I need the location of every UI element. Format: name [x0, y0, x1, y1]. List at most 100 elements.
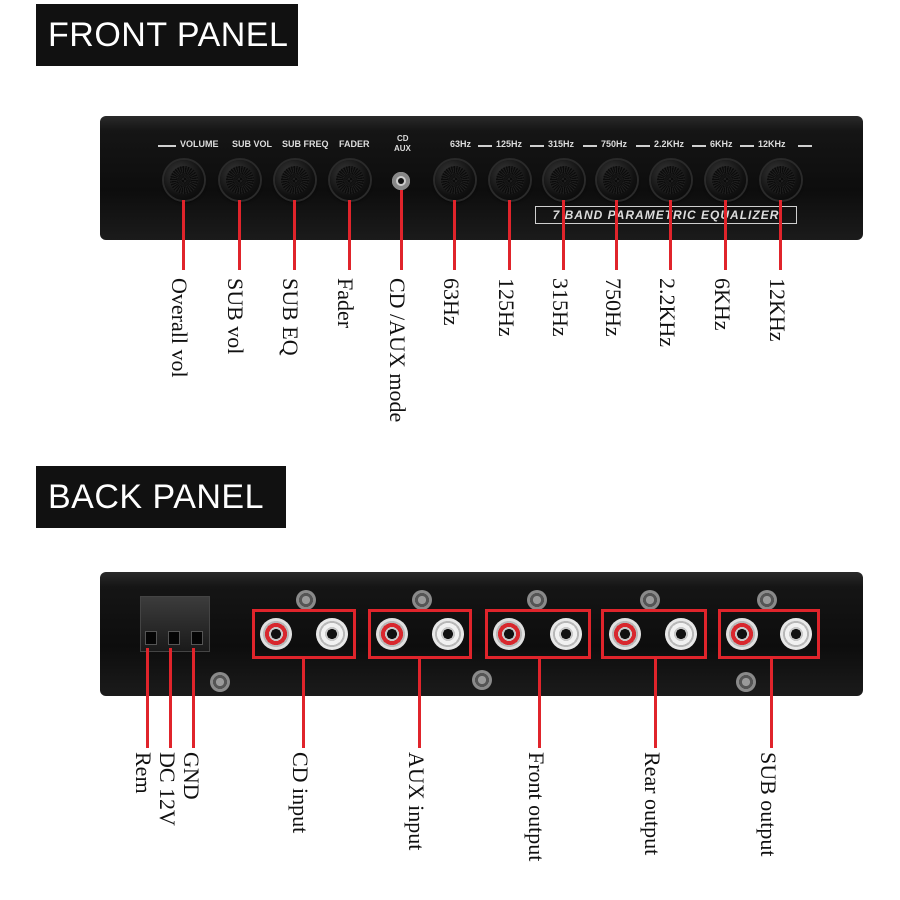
eq-2-2khz-knob[interactable] — [651, 160, 691, 200]
callout-line — [562, 200, 565, 270]
callout-line — [169, 648, 172, 748]
label-dash — [798, 145, 812, 147]
device-label-315hz: 315Hz — [548, 139, 575, 149]
sub-freq-knob[interactable] — [275, 160, 315, 200]
eq-315hz-knob[interactable] — [544, 160, 584, 200]
cd-input-group — [252, 609, 356, 659]
screw-icon — [736, 672, 756, 692]
callout-line — [508, 200, 511, 270]
callout-line — [724, 200, 727, 270]
callout-125hz: 125Hz — [494, 278, 519, 337]
callout-aux-input: AUX input — [404, 752, 429, 851]
device-label-63hz: 63Hz — [450, 139, 472, 149]
device-label-2-2khz: 2.2KHz — [654, 139, 685, 149]
callout-line — [669, 200, 672, 270]
callout-line — [770, 659, 773, 748]
screw-icon — [527, 590, 547, 610]
volume-knob[interactable] — [164, 160, 204, 200]
screw-icon — [210, 672, 230, 692]
callout-fader: Fader — [333, 278, 358, 329]
front-output-right-jack[interactable] — [493, 618, 525, 650]
rear-output-group — [601, 609, 707, 659]
device-label-sub-freq: SUB FREQ — [282, 139, 329, 149]
screw-icon — [757, 590, 777, 610]
front-output-group — [485, 609, 591, 659]
aux-input-jack-icon[interactable] — [392, 172, 410, 190]
eq-6khz-knob[interactable] — [706, 160, 746, 200]
callout-line — [302, 659, 305, 748]
callout-cd-input: CD input — [288, 752, 313, 834]
label-dash — [692, 145, 706, 147]
fader-knob[interactable] — [330, 160, 370, 200]
callout-line — [293, 200, 296, 270]
eq-63hz-knob[interactable] — [435, 160, 475, 200]
callout-sub-output: SUB output — [756, 752, 781, 857]
callout-line — [779, 200, 782, 270]
callout-cd-aux-mode: CD /AUX mode — [385, 278, 410, 423]
screw-icon — [472, 670, 492, 690]
device-label-sub-vol: SUB VOL — [232, 139, 273, 149]
callout-line — [418, 659, 421, 748]
sub-output-right-jack[interactable] — [726, 618, 758, 650]
callout-line — [615, 200, 618, 270]
rear-output-right-jack[interactable] — [609, 618, 641, 650]
front-panel-title: FRONT PANEL — [36, 4, 298, 66]
power-terminal-block — [140, 596, 210, 652]
rear-output-left-jack[interactable] — [665, 618, 697, 650]
callout-line — [538, 659, 541, 748]
callout-63hz: 63Hz — [439, 278, 464, 326]
callout-rem: Rem — [131, 752, 156, 794]
callout-line — [192, 648, 195, 748]
device-label-12khz: 12KHz — [758, 139, 786, 149]
cd-input-right-jack[interactable] — [260, 618, 292, 650]
front-output-left-jack[interactable] — [550, 618, 582, 650]
callout-750hz: 750Hz — [601, 278, 626, 337]
screw-icon — [640, 590, 660, 610]
callout-dc-12v: DC 12V — [155, 752, 180, 826]
aux-input-group — [368, 609, 472, 659]
device-label-cd: CD — [397, 134, 409, 143]
device-label-volume: VOLUME — [180, 139, 219, 149]
callout-sub-eq: SUB EQ — [278, 278, 303, 356]
callout-overall-vol: Overall vol — [167, 278, 192, 378]
callout-rear-output: Rear output — [640, 752, 665, 856]
device-label-750hz: 750Hz — [601, 139, 628, 149]
cd-input-left-jack[interactable] — [316, 618, 348, 650]
back-panel-title: BACK PANEL — [36, 466, 286, 528]
callout-line — [400, 190, 403, 270]
screw-icon — [412, 590, 432, 610]
terminal-slot-rem[interactable] — [145, 631, 157, 645]
label-dash — [478, 145, 492, 147]
sub-output-group — [718, 609, 820, 659]
aux-input-right-jack[interactable] — [376, 618, 408, 650]
eq-125hz-knob[interactable] — [490, 160, 530, 200]
callout-sub-vol: SUB vol — [223, 278, 248, 355]
eq-750hz-knob[interactable] — [597, 160, 637, 200]
label-dash — [530, 145, 544, 147]
device-label-fader: FADER — [339, 139, 370, 149]
terminal-slot-dc12v[interactable] — [168, 631, 180, 645]
callout-line — [146, 648, 149, 748]
callout-line — [238, 200, 241, 270]
callout-line — [654, 659, 657, 748]
callout-315hz: 315Hz — [548, 278, 573, 337]
callout-12khz: 12KHz — [765, 278, 790, 342]
callout-front-output: Front output — [524, 752, 549, 862]
label-dash — [158, 145, 176, 147]
sub-vol-knob[interactable] — [220, 160, 260, 200]
callout-6khz: 6KHz — [710, 278, 735, 331]
label-dash — [583, 145, 597, 147]
equalizer-badge: 7 BAND PARAMETRIC EQUALIZER — [535, 206, 797, 224]
device-label-125hz: 125Hz — [496, 139, 523, 149]
callout-2-2khz: 2.2KHz — [655, 278, 680, 348]
sub-output-left-jack[interactable] — [780, 618, 812, 650]
aux-input-left-jack[interactable] — [432, 618, 464, 650]
label-dash — [636, 145, 650, 147]
eq-12khz-knob[interactable] — [761, 160, 801, 200]
label-dash — [740, 145, 754, 147]
callout-line — [348, 200, 351, 270]
device-label-6khz: 6KHz — [710, 139, 733, 149]
callout-gnd: GND — [179, 752, 204, 800]
terminal-slot-gnd[interactable] — [191, 631, 203, 645]
callout-line — [453, 200, 456, 270]
